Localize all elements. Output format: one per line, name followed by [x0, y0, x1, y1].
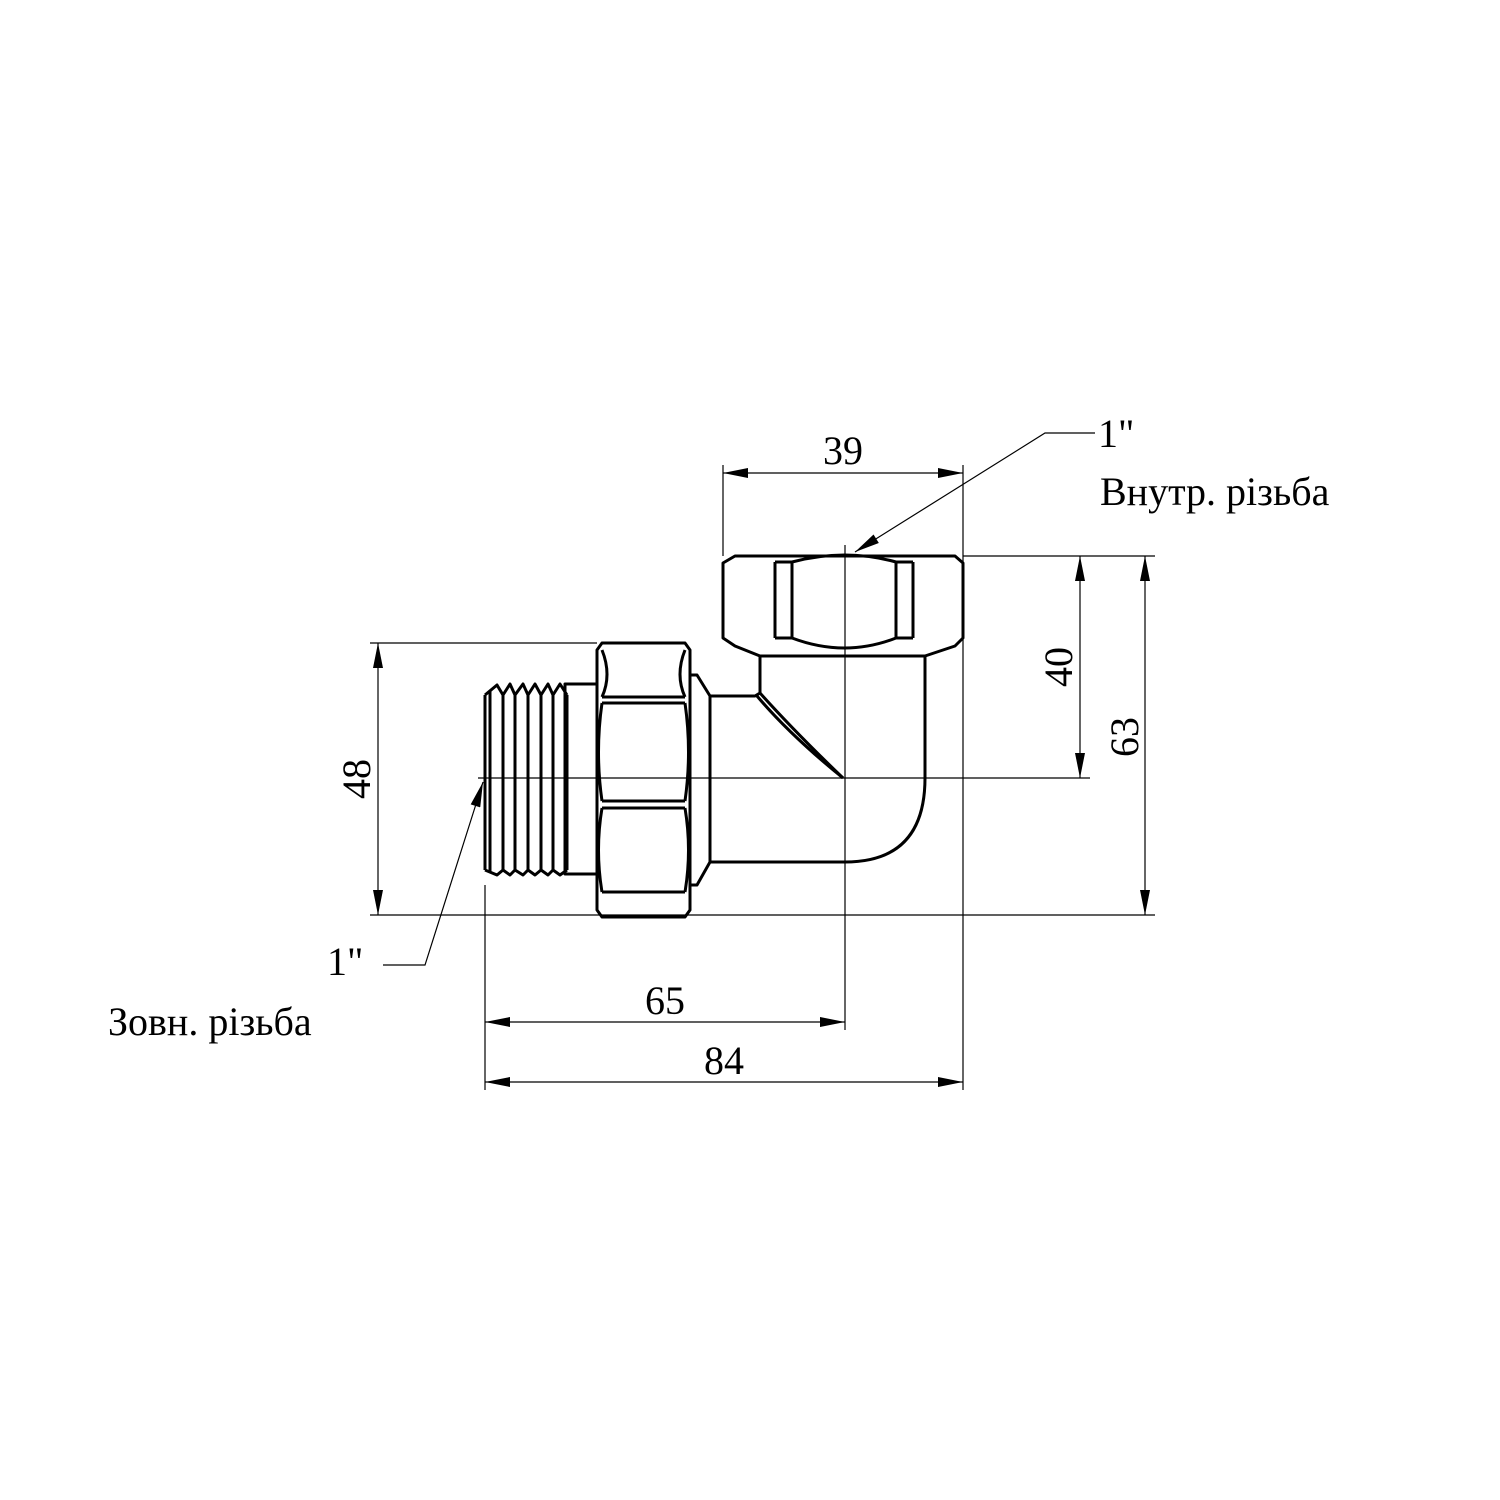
- collar: [688, 673, 712, 887]
- male-thread: [484, 682, 569, 697]
- union-nut: [595, 641, 692, 919]
- neck: [563, 682, 597, 876]
- extension-lines: [370, 465, 1155, 1090]
- inner-thread-label: Внутр. різьба: [1100, 469, 1330, 514]
- elbow-body: [710, 656, 762, 698]
- dim-center-length: 65: [645, 978, 685, 1023]
- outer-thread-label: Зовн. різьба: [108, 999, 312, 1044]
- dimension-lines: [373, 432, 1150, 1087]
- inner-size-label: 1": [1098, 411, 1134, 456]
- outer-size-label: 1": [327, 939, 363, 984]
- dim-left-height: 48: [334, 759, 379, 799]
- dim-total-length: 84: [704, 1038, 744, 1083]
- elbow-fitting: [483, 553, 965, 919]
- dim-total-height: 63: [1102, 717, 1147, 757]
- dim-top-height: 40: [1036, 647, 1081, 687]
- dim-top-width: 39: [823, 428, 863, 473]
- top-hex-nut: [721, 554, 965, 658]
